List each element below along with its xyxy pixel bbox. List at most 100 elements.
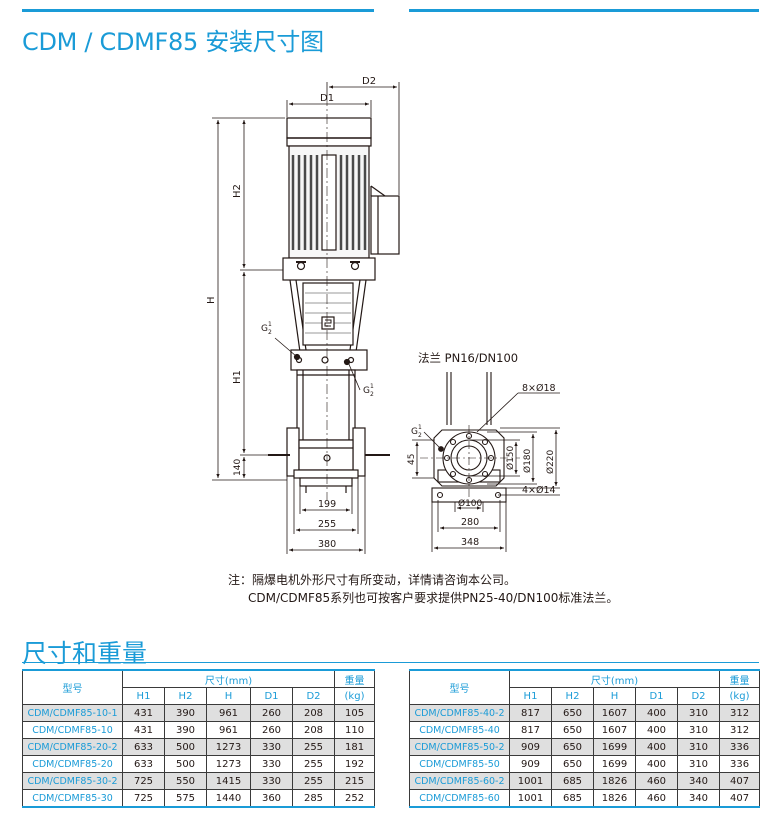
note-line-2: CDM/CDMF85系列也可按客户要求提供PN25-40/DN100标准法兰。 bbox=[248, 591, 619, 605]
label-g-top-den: 2 bbox=[268, 329, 272, 336]
page-title: CDM / CDMF85 安装尺寸图 bbox=[22, 28, 324, 56]
cell-model: CDM/CDMF85-10 bbox=[22, 721, 123, 739]
cell-d1: 400 bbox=[635, 738, 678, 756]
label-h: H bbox=[206, 296, 217, 304]
cell-h2: 650 bbox=[551, 721, 594, 739]
cell-d1: 400 bbox=[635, 704, 678, 722]
header-weight-unit: (kg) bbox=[719, 687, 761, 705]
cell-model: CDM/CDMF85-50-2 bbox=[409, 738, 510, 756]
cell-kg: 336 bbox=[719, 755, 761, 773]
cell-d2: 340 bbox=[676, 789, 721, 808]
label-280: 280 bbox=[461, 517, 479, 528]
label-g-plan: G bbox=[411, 427, 418, 437]
header-h: H bbox=[593, 687, 636, 705]
header-d1: D1 bbox=[250, 687, 293, 705]
cell-h2: 685 bbox=[551, 772, 594, 790]
cell-d2: 255 bbox=[291, 755, 336, 773]
cell-d2: 285 bbox=[291, 789, 336, 808]
cell-d2: 208 bbox=[291, 721, 336, 739]
section-rule bbox=[22, 662, 759, 663]
label-d180: Ø180 bbox=[522, 448, 533, 473]
cell-d2: 310 bbox=[676, 704, 721, 722]
cell-h1: 633 bbox=[122, 738, 165, 756]
cell-h: 961 bbox=[206, 704, 251, 722]
cell-h: 1607 bbox=[593, 721, 636, 739]
label-199: 199 bbox=[318, 499, 336, 510]
label-g-mid-num: 1 bbox=[370, 383, 374, 390]
cell-h1: 633 bbox=[122, 755, 165, 773]
cell-d2: 310 bbox=[676, 738, 721, 756]
header-size: 尺寸(mm) bbox=[121, 669, 336, 688]
label-380: 380 bbox=[318, 539, 336, 550]
cell-h2: 650 bbox=[551, 704, 594, 722]
label-348: 348 bbox=[461, 537, 479, 548]
label-h2: H2 bbox=[232, 184, 243, 198]
header-model: 型号 bbox=[22, 669, 123, 705]
cell-d1: 460 bbox=[635, 772, 678, 790]
cell-kg: 407 bbox=[719, 789, 761, 808]
cell-d1: 330 bbox=[250, 772, 293, 790]
cell-d2: 255 bbox=[291, 772, 336, 790]
cell-model: CDM/CDMF85-30-2 bbox=[22, 772, 123, 790]
header-h1: H1 bbox=[122, 687, 165, 705]
cell-h2: 500 bbox=[164, 755, 207, 773]
label-d2: D2 bbox=[362, 76, 376, 87]
top-rule-right bbox=[409, 9, 759, 12]
header-weight: 重量 bbox=[334, 669, 376, 688]
header-weight: 重量 bbox=[719, 669, 761, 688]
cell-h2: 650 bbox=[551, 738, 594, 756]
cell-d1: 330 bbox=[250, 738, 293, 756]
cell-model: CDM/CDMF85-60-2 bbox=[409, 772, 510, 790]
label-g-mid: G bbox=[363, 386, 370, 396]
cell-kg: 192 bbox=[334, 755, 376, 773]
header-d2: D2 bbox=[291, 687, 336, 705]
label-g-plan-num: 1 bbox=[418, 424, 422, 431]
cell-d1: 460 bbox=[635, 789, 678, 808]
header-size: 尺寸(mm) bbox=[508, 669, 721, 688]
label-h1: H1 bbox=[232, 370, 243, 384]
cell-h2: 575 bbox=[164, 789, 207, 808]
cell-h: 1699 bbox=[593, 738, 636, 756]
label-4x14: 4×Ø14 bbox=[522, 485, 556, 496]
cell-h: 1826 bbox=[593, 789, 636, 808]
cell-h1: 725 bbox=[122, 772, 165, 790]
section-title: 尺寸和重量 bbox=[22, 639, 148, 668]
header-h2: H2 bbox=[551, 687, 594, 705]
cell-d1: 260 bbox=[250, 704, 293, 722]
cell-model: CDM/CDMF85-30 bbox=[22, 789, 123, 808]
header-model: 型号 bbox=[409, 669, 510, 705]
cell-model: CDM/CDMF85-40 bbox=[409, 721, 510, 739]
cell-kg: 105 bbox=[334, 704, 376, 722]
cell-model: CDM/CDMF85-40-2 bbox=[409, 704, 510, 722]
cell-h2: 500 bbox=[164, 738, 207, 756]
header-d1: D1 bbox=[635, 687, 678, 705]
cell-h2: 390 bbox=[164, 721, 207, 739]
cell-d2: 310 bbox=[676, 755, 721, 773]
cell-model: CDM/CDMF85-10-1 bbox=[22, 704, 123, 722]
cell-d1: 330 bbox=[250, 755, 293, 773]
cell-h1: 909 bbox=[509, 755, 552, 773]
cell-kg: 252 bbox=[334, 789, 376, 808]
cell-kg: 336 bbox=[719, 738, 761, 756]
cell-model: CDM/CDMF85-60 bbox=[409, 789, 510, 808]
cell-h1: 725 bbox=[122, 789, 165, 808]
cell-h1: 909 bbox=[509, 738, 552, 756]
label-8x18: 8×Ø18 bbox=[522, 383, 556, 394]
label-140: 140 bbox=[233, 459, 243, 476]
cell-h1: 1001 bbox=[509, 789, 552, 808]
label-g-top-num: 1 bbox=[268, 321, 272, 328]
cell-h: 1273 bbox=[206, 755, 251, 773]
top-rule-left bbox=[22, 9, 374, 12]
label-d150: Ø150 bbox=[505, 445, 516, 470]
cell-d1: 360 bbox=[250, 789, 293, 808]
cell-h: 1699 bbox=[593, 755, 636, 773]
cell-kg: 110 bbox=[334, 721, 376, 739]
